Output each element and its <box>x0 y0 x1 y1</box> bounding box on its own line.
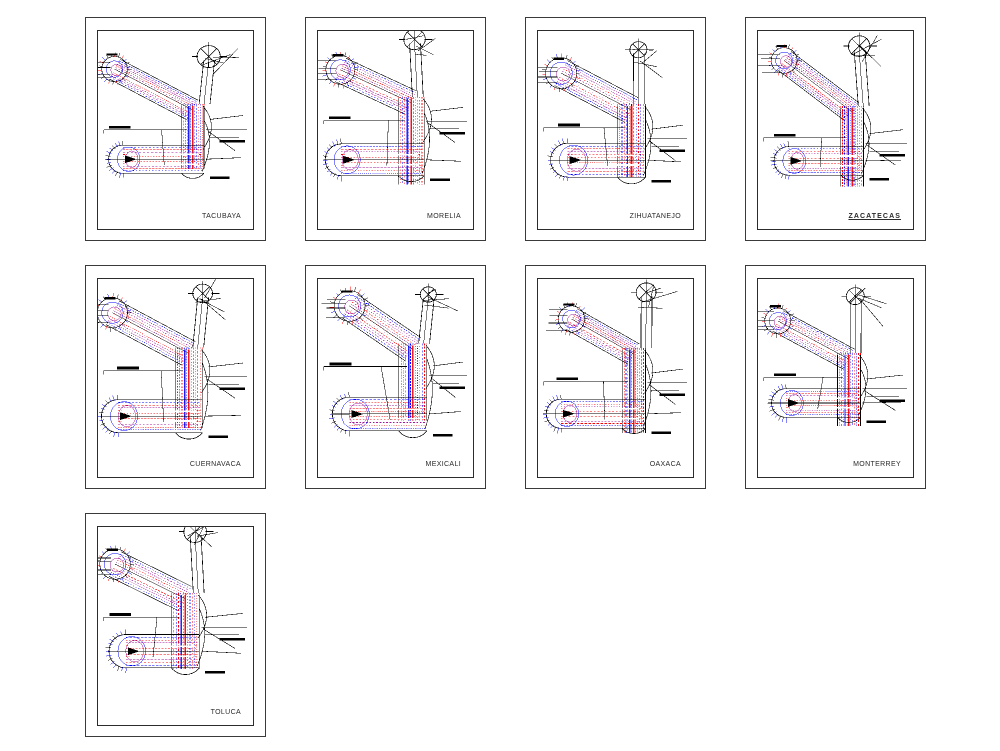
cad-sheet[interactable]: ZACATECAS <box>745 17 926 241</box>
cad-sheet[interactable]: ZIHUATANEJO <box>525 17 706 241</box>
cad-drawing <box>98 279 253 477</box>
cad-sheet[interactable]: TOLUCA <box>85 513 266 737</box>
cad-sheet[interactable]: MONTERREY <box>745 265 926 489</box>
cad-sheet[interactable]: OAXACA <box>525 265 706 489</box>
cad-sheet-border: CUERNAVACA <box>97 278 254 478</box>
sheet-title-label: MONTERREY <box>853 461 901 468</box>
cad-sheet-border: TOLUCA <box>97 526 254 726</box>
cad-sheet-border: TACUBAYA <box>97 30 254 230</box>
cad-sheet-border: ZIHUATANEJO <box>537 30 694 230</box>
cad-sheet[interactable]: MEXICALI <box>305 265 486 489</box>
cad-sheet-border: ZACATECAS <box>757 30 914 230</box>
cad-drawing <box>98 527 253 725</box>
sheet-title-label: ZIHUATANEJO <box>629 213 681 220</box>
cad-sheet-border: MORELIA <box>317 30 474 230</box>
cad-sheet[interactable]: CUERNAVACA <box>85 265 266 489</box>
cad-sheet-border: OAXACA <box>537 278 694 478</box>
cad-drawing <box>318 279 473 477</box>
cad-sheet[interactable]: MORELIA <box>305 17 486 241</box>
cad-sheet-border: MEXICALI <box>317 278 474 478</box>
sheet-title-label: TOLUCA <box>210 709 241 716</box>
sheet-title-label: ZACATECAS <box>848 213 901 220</box>
sheet-title-label: MORELIA <box>427 213 461 220</box>
cad-drawing <box>538 279 693 477</box>
cad-drawing <box>98 31 253 229</box>
sheet-title-label: OAXACA <box>649 461 681 468</box>
sheet-title-label: CUERNAVACA <box>189 461 241 468</box>
sheet-title-label: TACUBAYA <box>202 213 241 220</box>
cad-drawing <box>758 31 913 229</box>
sheet-title-label: MEXICALI <box>425 461 461 468</box>
cad-drawing <box>538 31 693 229</box>
cad-sheet[interactable]: TACUBAYA <box>85 17 266 241</box>
cad-drawing <box>318 31 473 229</box>
cad-drawing <box>758 279 913 477</box>
cad-sheet-border: MONTERREY <box>757 278 914 478</box>
